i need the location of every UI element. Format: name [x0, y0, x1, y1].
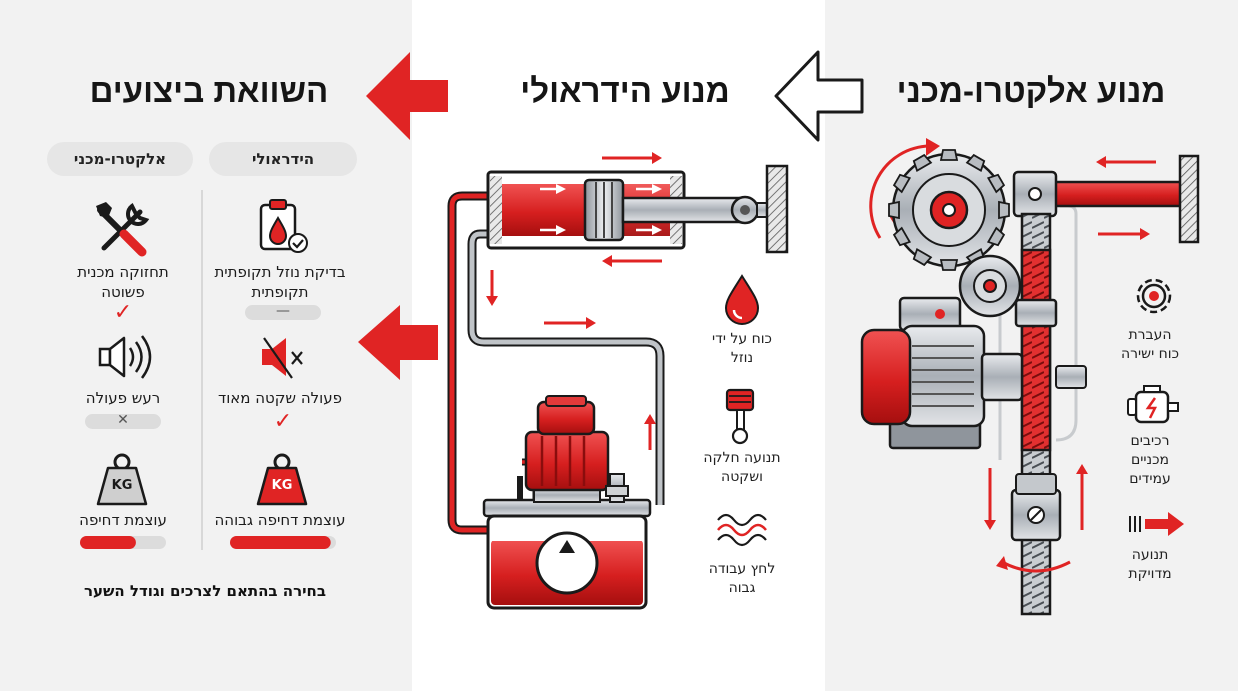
electro-feature-2: רכיבים מכניים עמידים — [1104, 432, 1196, 489]
label-hydraulic-noise: פעולה שקטה מאוד — [218, 389, 342, 407]
comparison-footer: בחירה בהתאם לצרכים וגודל השער — [83, 582, 326, 600]
label-line: תקופתית — [251, 283, 309, 301]
label-hydraulic-maintenance: בדיקת נוזל תקופתית תקופתית — [188, 262, 372, 302]
label-line: ושקטה — [721, 469, 763, 485]
electro-feature-3: תנועה מדויקת — [1104, 546, 1196, 584]
weight-kg-gray-icon — [96, 453, 148, 506]
label-line: תנועה חלקה — [703, 450, 781, 466]
electro-feature-1: העברת כוח ישירה — [1100, 326, 1200, 364]
thrust-bar-hydraulic — [230, 536, 336, 549]
label-line: פשוטה — [101, 283, 145, 301]
fluid-drop-icon — [724, 274, 760, 325]
arrow-left-red-middle-icon — [358, 305, 438, 380]
status-badge-cross — [85, 414, 161, 429]
label-electro-noise: רעש פעולה — [85, 389, 161, 407]
hydraulic-system-diagram — [447, 152, 789, 610]
label-line: מדויקת — [1128, 566, 1172, 582]
piston-icon — [725, 388, 755, 445]
thrust-bar-electromechanical — [80, 536, 166, 549]
weight-text-hydraulic: KG — [271, 478, 293, 493]
title-comparison: השוואת ביצועים — [89, 72, 329, 109]
label-line: נוזל — [730, 350, 754, 366]
label-line: לחץ עבודה — [708, 561, 776, 577]
arrow-left-red-icon — [366, 52, 448, 140]
status-neutral-glyph: — — [276, 303, 290, 319]
motor-outline-icon — [1127, 385, 1179, 424]
header-hydraulic: הידראולי — [209, 142, 357, 176]
status-check-glyph: ✓ — [113, 300, 133, 325]
label-line: תחזוקה מכנית — [77, 263, 169, 281]
label-line: כוח ישירה — [1120, 346, 1180, 362]
hydraulic-feature-1: כוח על ידי נוזל — [700, 330, 784, 368]
status-cross-glyph: ✕ — [117, 412, 129, 428]
label-line: רכיבים — [1130, 433, 1170, 449]
label-line: תנועה — [1131, 547, 1169, 563]
title-hydraulic: מנוע הידראולי — [520, 72, 730, 109]
label-hydraulic-thrust: עוצמת דחיפה גבוהה — [214, 511, 346, 529]
precise-arrow-icon — [1129, 512, 1184, 536]
label-line: העברת — [1128, 327, 1172, 343]
label-line: בדיקת נוזל תקופתית — [214, 263, 346, 281]
label-electro-thrust: עוצמת דחיפה — [79, 511, 167, 529]
tools-icon — [96, 202, 150, 257]
arrow-left-outline-icon — [774, 50, 864, 142]
weight-kg-red-icon — [256, 453, 308, 506]
label-line: עמידים — [1129, 471, 1171, 487]
weight-text-electromechanical: KG — [111, 478, 133, 493]
hydraulic-feature-3: לחץ עבודה גבוה — [694, 560, 790, 598]
hydraulic-feature-2: תנועה חלקה ושקטה — [694, 449, 790, 487]
pressure-wave-icon — [717, 513, 767, 547]
status-check-glyph: ✓ — [273, 409, 293, 434]
speaker-icon — [98, 335, 152, 379]
gear-outline-icon — [1136, 278, 1172, 314]
mute-speaker-icon — [262, 337, 303, 379]
status-badge-neutral — [245, 305, 321, 320]
label-line: כוח על ידי — [712, 331, 772, 347]
label-electro-maintenance: תחזוקה מכנית פשוטה — [40, 262, 206, 302]
header-electromechanical: אלקטרו-מכני — [47, 142, 193, 176]
label-line: גבוה — [728, 580, 756, 596]
label-line: מכניים — [1130, 452, 1170, 468]
comparison-panel-bg — [0, 0, 412, 691]
oil-check-icon — [259, 199, 308, 253]
electromechanical-system-diagram — [860, 138, 1200, 616]
title-electromechanical: מנוע אלקטרו-מכני — [896, 72, 1166, 109]
